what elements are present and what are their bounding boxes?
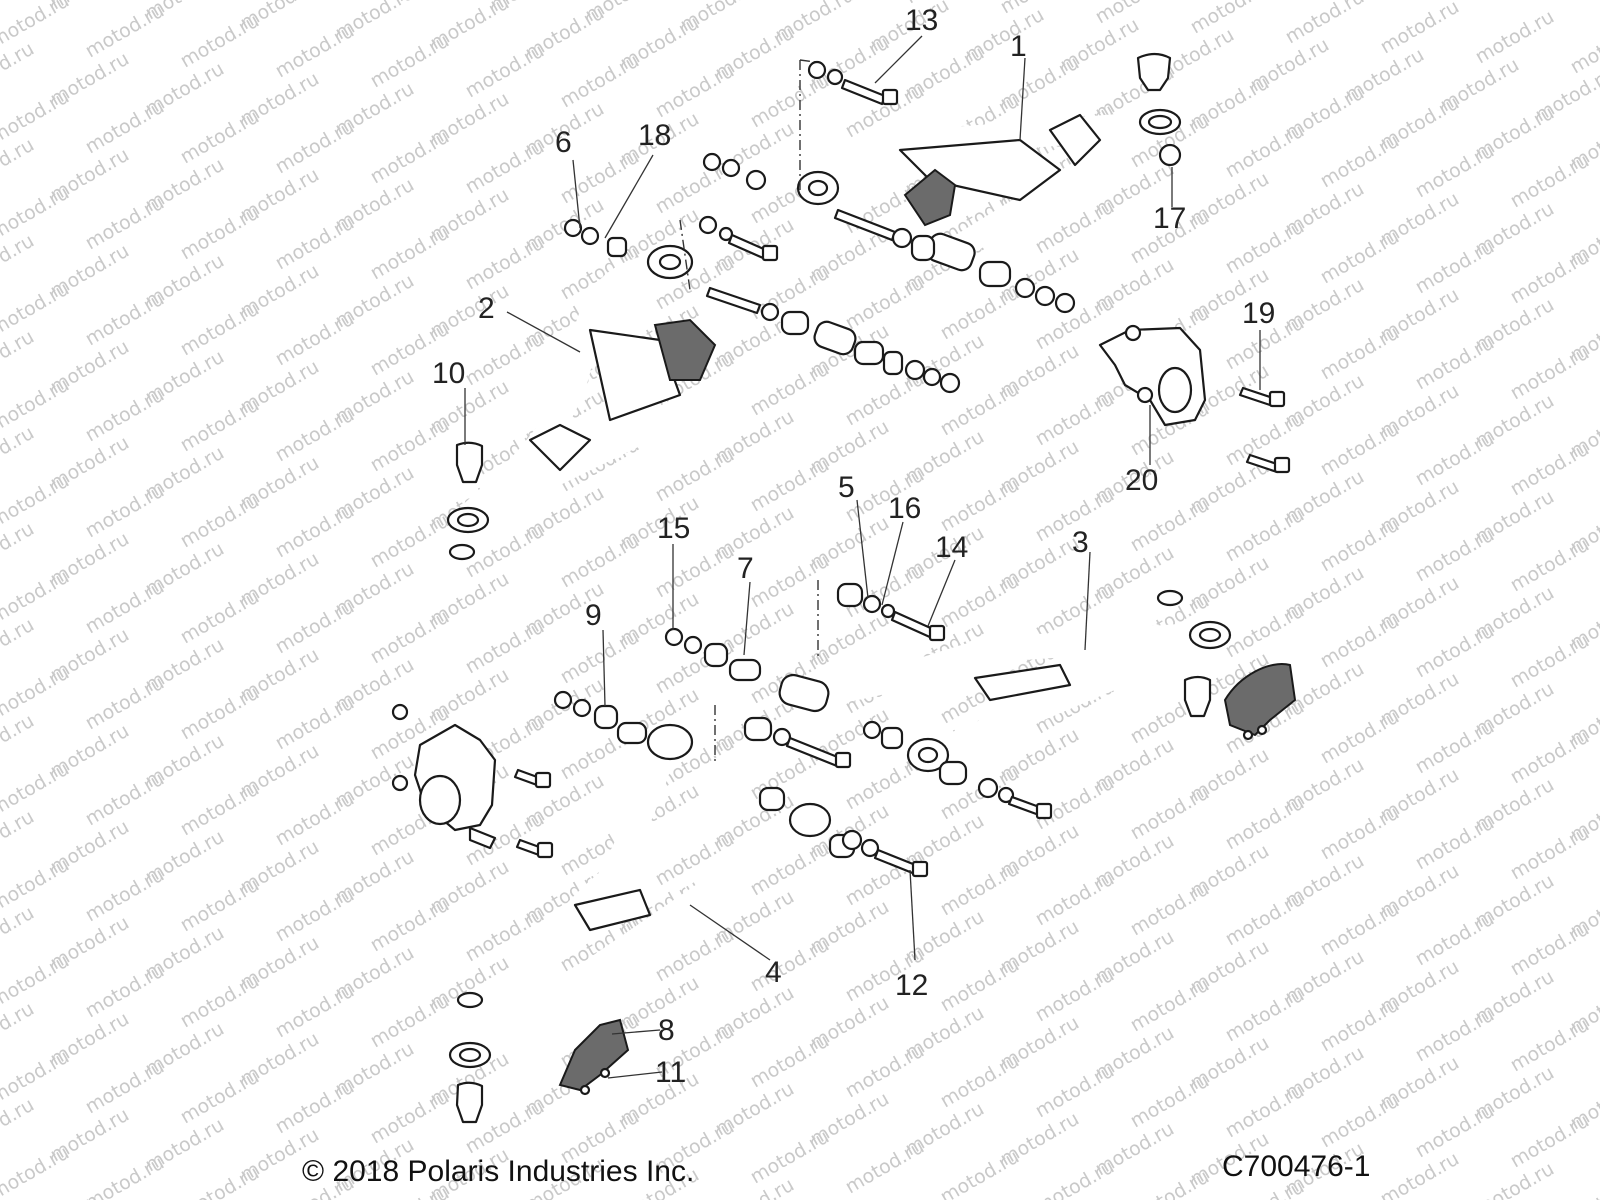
watermark-text: motod.ru <box>0 0 73 52</box>
steering-knuckle-right <box>1098 324 1291 474</box>
steering-knuckle-left <box>391 703 554 859</box>
upper-arm-1 <box>796 108 1182 272</box>
watermark-text: motod.ru <box>0 854 73 917</box>
callout-layer <box>464 35 1261 1079</box>
watermark-text: motod.ru <box>0 86 73 149</box>
upper-arm-2 <box>446 244 857 534</box>
watermark-text: motod.ru <box>1127 1166 1213 1200</box>
watermark-text: motod.ru <box>0 278 73 341</box>
watermark-text: motod.ru <box>0 0 38 4</box>
callout-20: 20 <box>1125 464 1158 497</box>
watermark-text: motod.ru <box>0 182 73 245</box>
watermark-text: motod.ru <box>0 662 73 725</box>
callout-13: 13 <box>905 4 938 37</box>
lower-arm-3-hardware <box>664 580 1297 820</box>
callout-8: 8 <box>658 1014 675 1047</box>
callout-19: 19 <box>1242 297 1275 330</box>
callout-3: 3 <box>1072 526 1089 559</box>
watermark-text: motod.ru <box>0 1046 73 1109</box>
watermark-text: motod.ru <box>0 950 73 1013</box>
lower-arm-4-hardware <box>455 690 929 1124</box>
watermark-text: motod.ru <box>1567 1168 1600 1200</box>
callout-14: 14 <box>935 531 968 564</box>
watermark-text: motod.ru <box>937 1146 1023 1200</box>
callout-5: 5 <box>838 471 855 504</box>
callout-1: 1 <box>1010 30 1027 63</box>
lower-arm-3 <box>778 620 1232 773</box>
callout-10: 10 <box>432 357 465 390</box>
part-code: C700476-1 <box>1222 1150 1371 1183</box>
callout-11: 11 <box>655 1056 686 1089</box>
copyright-notice: © 2018 Polaris Industries Inc. <box>302 1155 695 1188</box>
watermark-text: motod.ru <box>1032 1156 1118 1200</box>
callout-15: 15 <box>657 512 690 545</box>
watermark-text: motod.ru <box>0 758 73 821</box>
watermark-text: motod.ru <box>0 566 73 629</box>
callout-18: 18 <box>638 119 671 152</box>
watermark-text: motod.ru <box>1567 16 1600 79</box>
callout-17: 17 <box>1153 202 1186 235</box>
watermark-text: motod.ru <box>0 1142 73 1200</box>
watermark-text: motod.ru <box>0 470 73 533</box>
callout-12: 12 <box>895 969 928 1002</box>
callout-16: 16 <box>888 492 921 525</box>
callout-6: 6 <box>555 126 572 159</box>
watermark-text: motod.ru <box>842 1136 928 1199</box>
watermark-text: motod.ru <box>177 1162 263 1200</box>
callout-4: 4 <box>765 956 782 989</box>
watermark-text: motod.ru <box>0 374 73 437</box>
callout-2: 2 <box>478 292 495 325</box>
lower-arm-4 <box>448 723 832 1069</box>
callout-7: 7 <box>737 552 754 585</box>
upper-arm-2-hardware <box>448 215 961 561</box>
watermark-text: motod.ru <box>82 1152 168 1200</box>
upper-arm-1-hardware <box>702 52 1182 314</box>
callout-9: 9 <box>585 599 602 632</box>
